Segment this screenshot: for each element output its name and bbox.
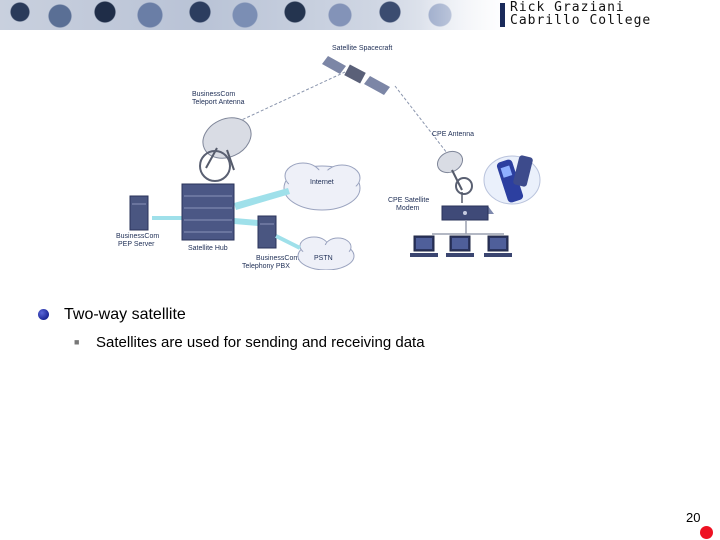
label-internet: Internet — [310, 179, 334, 186]
teleport-dish-icon — [199, 117, 252, 182]
label-teleport-2: Teleport Antenna — [192, 99, 245, 106]
cpe-dish-icon — [436, 150, 473, 195]
bullet-square-icon: ■ — [74, 337, 80, 347]
label-pep-1: BusinessCom — [116, 233, 159, 240]
label-hub: Satellite Hub — [188, 245, 228, 252]
client-computer-icon-2 — [446, 235, 474, 257]
label-cpe-antenna: CPE Antenna — [432, 131, 474, 138]
client-computer-icon-1 — [410, 235, 438, 257]
header-banner: Rick Graziani Cabrillo College — [0, 0, 720, 30]
hub-pbx-link — [234, 218, 258, 226]
label-pstn: PSTN — [314, 255, 333, 262]
label-satellite: Satellite Spacecraft — [332, 45, 392, 52]
downlink-beam — [394, 85, 448, 154]
satellite-spacecraft-icon — [322, 56, 390, 95]
cpe-modem-icon — [441, 205, 494, 221]
banner-pattern-image — [0, 0, 500, 30]
mobile-devices-icon — [483, 155, 541, 205]
satellite-network-diagram: Satellite Spacecraft BusinessCom Telepor… — [116, 45, 541, 270]
hub-internet-link — [234, 188, 290, 210]
pep-server-icon — [129, 195, 149, 231]
label-cpe-modem-1: CPE Satellite — [388, 197, 429, 204]
label-pbx-1: BusinessCom — [256, 255, 299, 262]
label-cpe-modem-2: Modem — [396, 205, 420, 212]
author-name: Rick Graziani — [510, 0, 625, 15]
bullet-level2-text: Satellites are used for sending and rece… — [96, 334, 425, 351]
label-pbx-2: Telephony PBX — [242, 263, 290, 270]
college-logo-mark — [500, 3, 505, 27]
satellite-hub-icon — [181, 183, 235, 241]
internet-cloud-icon — [283, 162, 361, 211]
client-computer-icon-3 — [484, 235, 512, 257]
label-teleport-1: BusinessCom — [192, 91, 235, 98]
bullet-level1-text: Two-way satellite — [64, 306, 186, 323]
telephony-pbx-icon — [257, 215, 277, 249]
pstn-cloud-icon — [297, 236, 355, 270]
bullet-dot-icon — [38, 309, 49, 320]
red-dot-icon — [700, 526, 713, 539]
slide-number: 20 — [686, 510, 701, 525]
pbx-pstn-link — [275, 234, 301, 250]
college-name: Cabrillo College — [510, 13, 652, 28]
banner-fade — [420, 0, 520, 30]
label-pep-2: PEP Server — [118, 241, 155, 248]
